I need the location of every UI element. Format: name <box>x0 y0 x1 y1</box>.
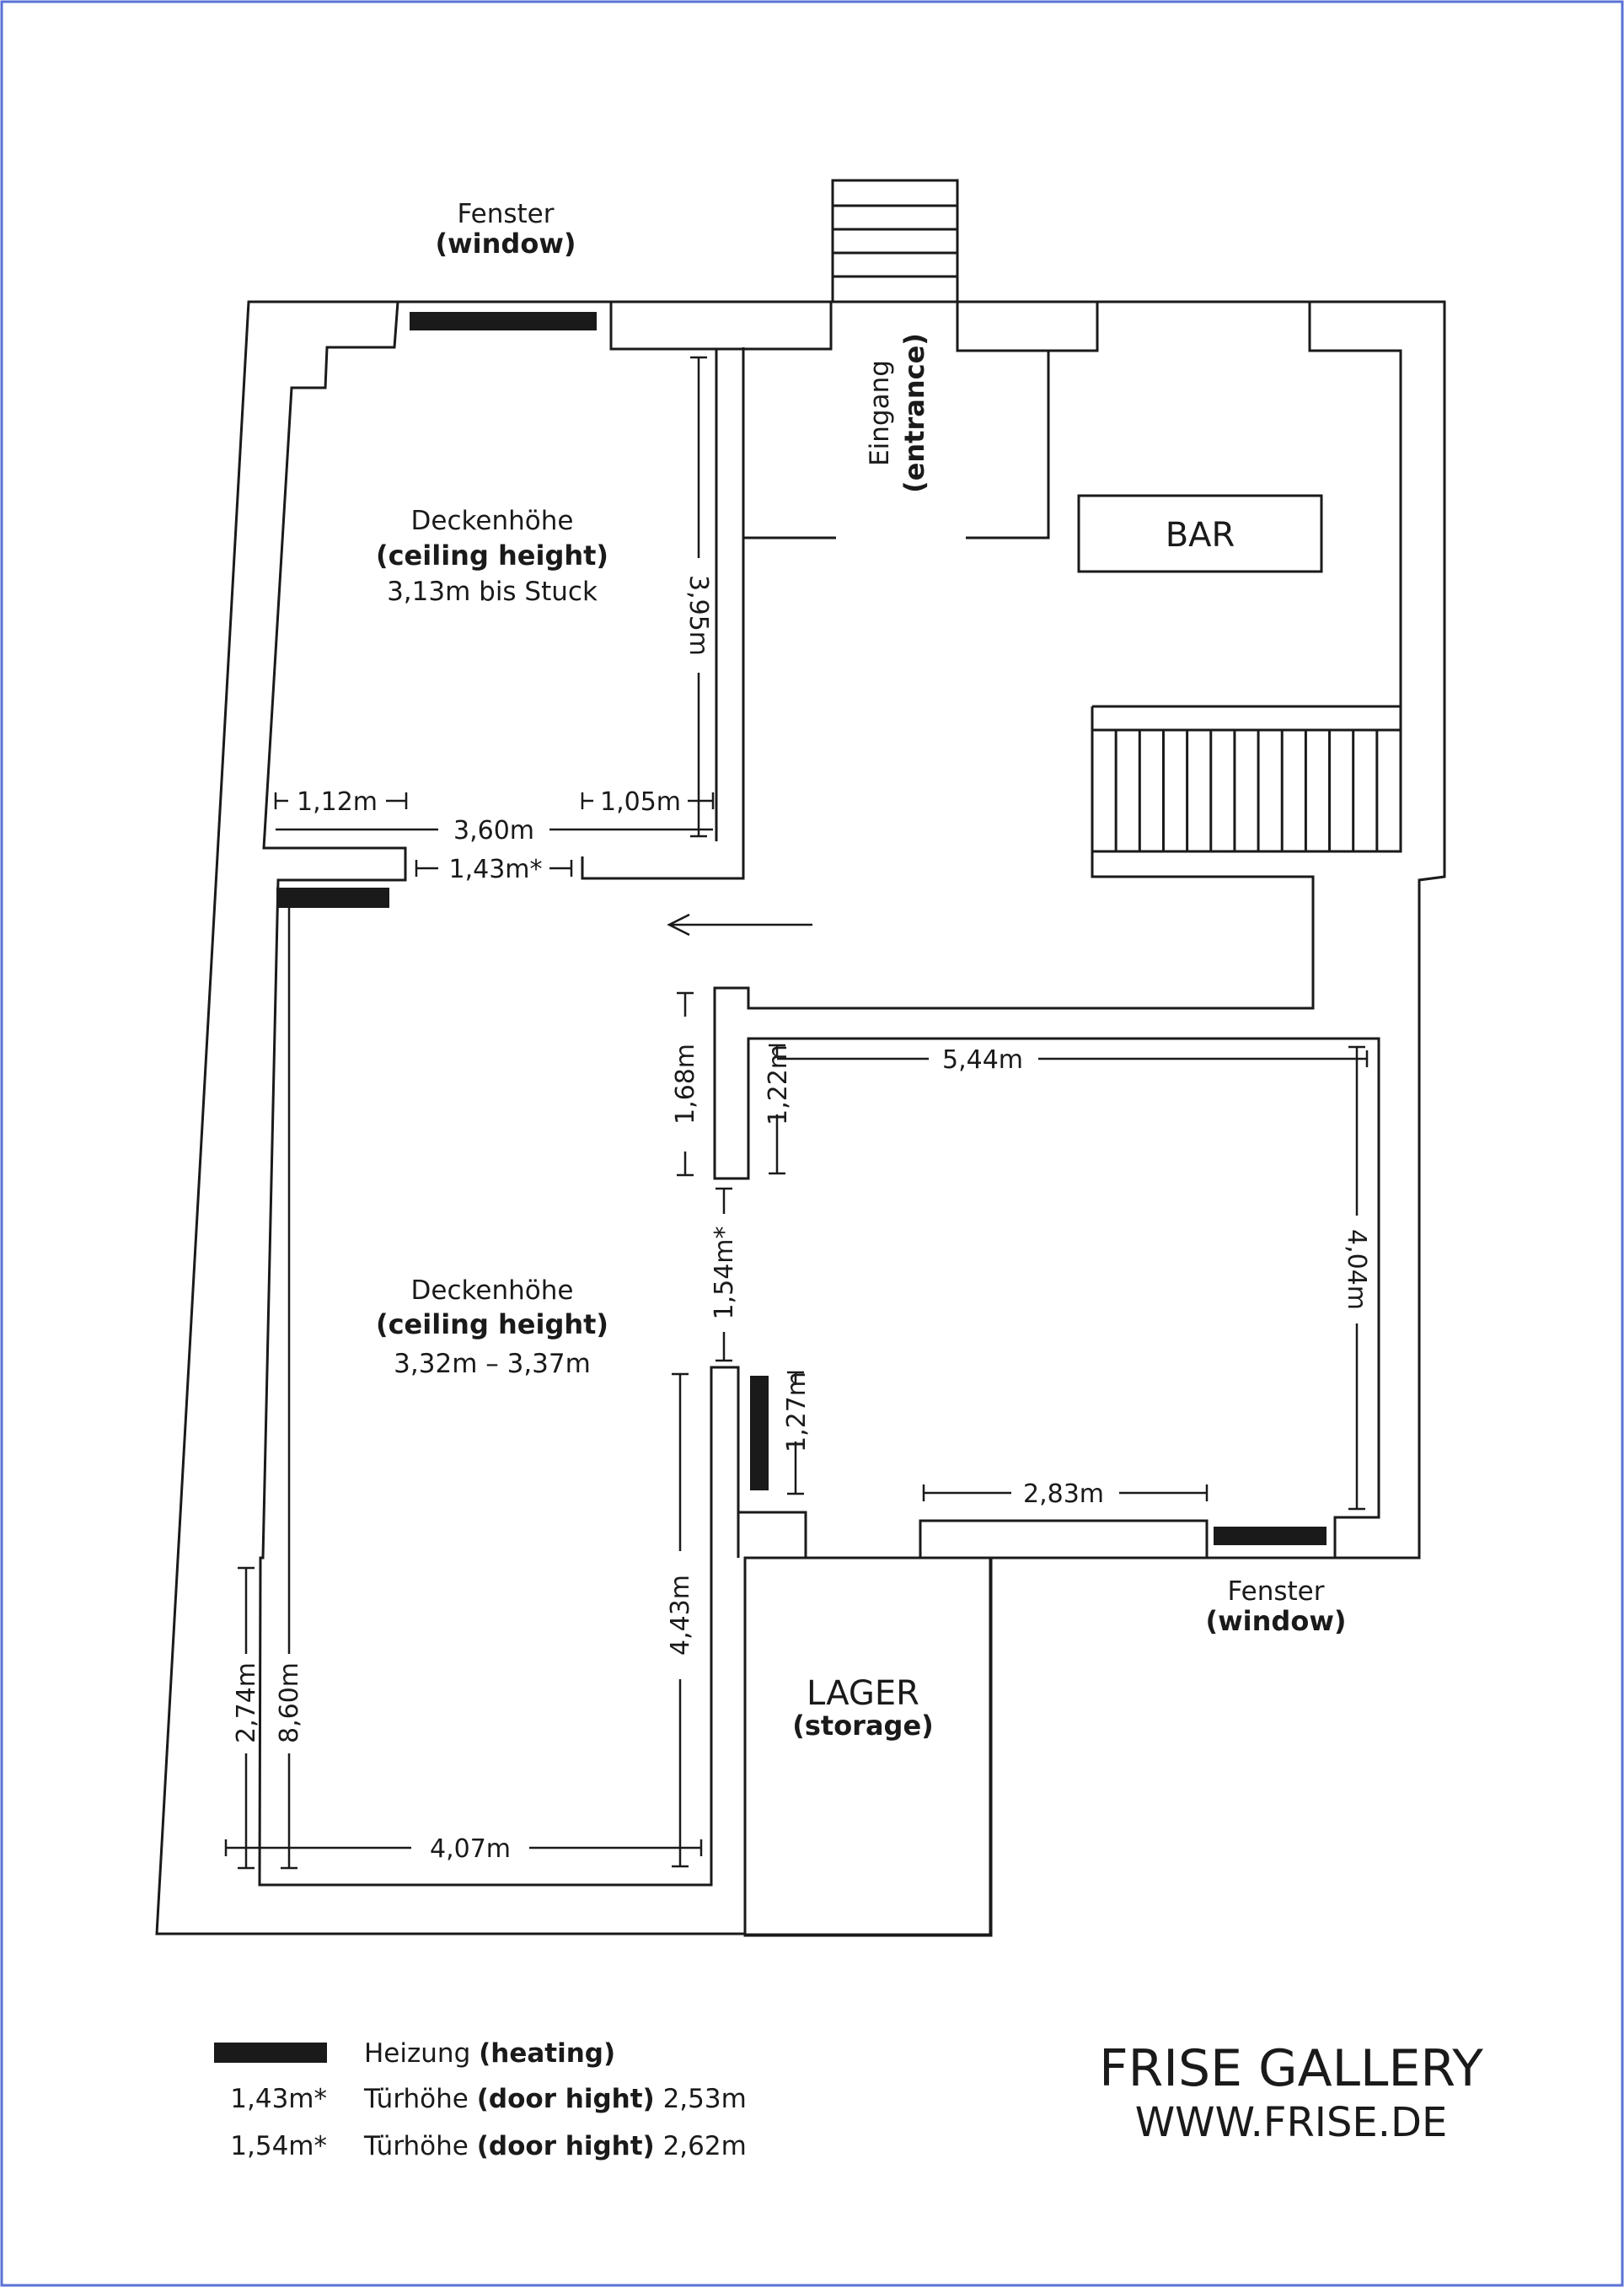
heater-left <box>276 888 389 908</box>
dim-3-60: 3,60m <box>453 816 534 846</box>
room1-ceiling-title-en: (ceiling height) <box>376 540 608 572</box>
outer-wall <box>155 300 1446 1936</box>
heater-right <box>1214 1527 1327 1545</box>
wall-stair-right <box>713 706 1402 1558</box>
dim-1-12: 1,12m <box>297 787 378 817</box>
room2-ceiling-title-en: (ceiling height) <box>376 1308 608 1340</box>
room-labels: Fenster (window) Eingang (entrance) BAR … <box>376 199 1347 1742</box>
window-top-label: Fenster <box>458 199 555 229</box>
wall-door-frame-right <box>966 351 1050 540</box>
stair-outline <box>1091 706 1401 851</box>
direction-arrow <box>667 913 812 937</box>
dim-3-95: 3,95m <box>683 575 713 656</box>
legend-row1-text: Türhöhe (door hight) 2,53m <box>363 2084 747 2114</box>
heater-inner <box>750 1376 769 1490</box>
dim-1-68: 1,68m <box>671 1044 700 1125</box>
dim-8-60: 8,60m <box>275 1662 304 1743</box>
interior-stairs <box>1091 706 1401 851</box>
storage-label-en: (storage) <box>792 1710 934 1742</box>
dim-1-43: 1,43m* <box>448 855 542 884</box>
dim-1-05: 1,05m <box>600 787 681 817</box>
room2-ceiling-title: Deckenhöhe <box>411 1275 574 1306</box>
brand-name: FRISE GALLERY <box>1099 2039 1483 2098</box>
dimension-lines <box>224 356 1369 1870</box>
dim-1-27: 1,27m <box>782 1372 812 1452</box>
dim-1-22: 1,22m <box>764 1044 793 1125</box>
wall-room1-right <box>609 302 833 351</box>
legend-heating-swatch <box>214 2043 327 2063</box>
entrance-label: Eingang <box>865 360 895 466</box>
brand-url: WWW.FRISE.DE <box>1135 2099 1448 2146</box>
wall-divider-left <box>581 347 745 880</box>
wall-entrance-pier <box>956 302 1099 352</box>
window-right-label-en: (window) <box>1205 1605 1346 1637</box>
bar-label: BAR <box>1166 516 1235 555</box>
room2-ceiling-value: 3,32m – 3,37m <box>394 1349 591 1379</box>
wall-divider-inner <box>715 347 723 841</box>
window-top-label-en: (window) <box>435 228 576 260</box>
legend-row2-text: Türhöhe (door hight) 2,62m <box>363 2131 747 2161</box>
dim-1-54: 1,54m* <box>710 1226 739 1319</box>
dim-2-83: 2,83m <box>1023 1479 1104 1509</box>
legend-row1-code: 1,43m* <box>230 2084 327 2114</box>
wall-storage <box>743 1556 993 1937</box>
bar-counter <box>1077 494 1323 573</box>
entrance-label-en: (entrance) <box>898 333 930 493</box>
wall-lower-right-bottom <box>919 1519 1209 1558</box>
legend-heating-text: Heizung (heating) <box>364 2038 615 2069</box>
dim-4-43: 4,43m <box>666 1575 695 1656</box>
dim-5-44: 5,44m <box>942 1045 1023 1075</box>
entrance-stairs <box>831 179 959 303</box>
window-right-label: Fenster <box>1228 1576 1325 1607</box>
wall-room1-inner <box>258 301 807 1887</box>
dimension-labels: 3,95m 1,12m 1,05m 3,60m 1,43m* 1,68m 1,2… <box>232 575 1371 1864</box>
legend-row2-code: 1,54m* <box>230 2131 327 2161</box>
storage-label: LAGER <box>807 1674 919 1713</box>
dim-4-04: 4,04m <box>1342 1229 1371 1310</box>
dim-4-07: 4,07m <box>430 1834 511 1864</box>
dim-2-74: 2,74m <box>232 1662 261 1743</box>
wall-corner-pier <box>1092 302 1402 708</box>
walls <box>155 300 1446 1937</box>
room1-ceiling-value: 3,13m bis Stuck <box>387 577 598 607</box>
room1-ceiling-title: Deckenhöhe <box>411 506 574 536</box>
legend: Heizung (heating) 1,43m* Türhöhe (door h… <box>214 2038 747 2161</box>
heater-top <box>410 312 597 330</box>
